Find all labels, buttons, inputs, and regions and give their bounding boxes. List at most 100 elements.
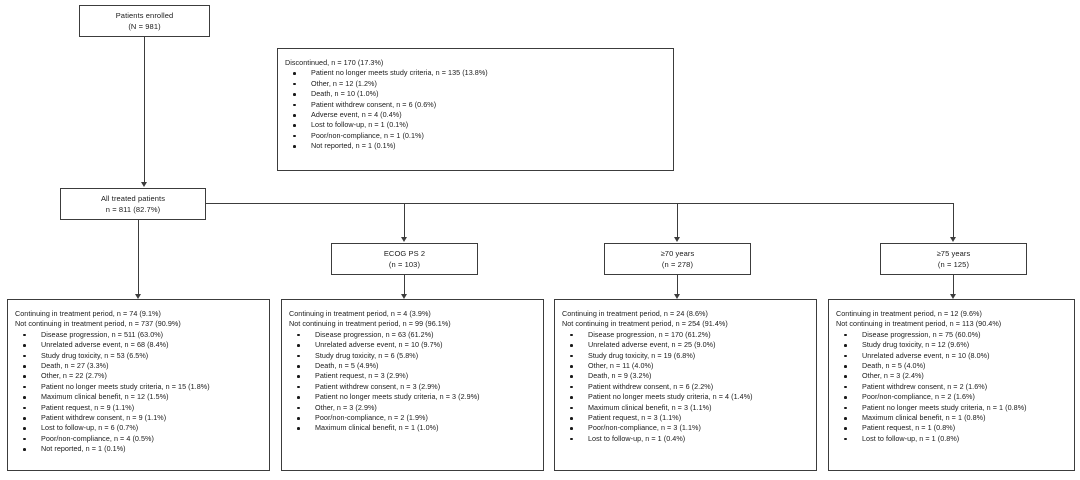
connector-all-treated-to-outcomes xyxy=(138,220,139,296)
node-patients-enrolled: Patients enrolled (N = 981) xyxy=(79,5,210,37)
list-item: Not reported, n = 1 (0.1%) xyxy=(285,141,667,151)
patients-enrolled-count: (N = 981) xyxy=(128,22,161,31)
list-item: Patient request, n = 3 (1.1%) xyxy=(562,413,810,423)
list-item: Other, n = 22 (2.7%) xyxy=(15,371,263,381)
arrowhead-age75-outcomes xyxy=(950,294,956,299)
list-item: Other, n = 11 (4.0%) xyxy=(562,361,810,371)
list-item: Lost to follow-up, n = 1 (0.1%) xyxy=(285,120,667,130)
patients-enrolled-title: Patients enrolled xyxy=(115,11,174,20)
list-item: Patient request, n = 9 (1.1%) xyxy=(15,403,263,413)
list-item: Unrelated adverse event, n = 68 (8.4%) xyxy=(15,340,263,350)
list-item: Other, n = 3 (2.4%) xyxy=(836,371,1068,381)
age75-title: ≥75 years xyxy=(936,249,971,258)
outcome-not-continuing: Not continuing in treatment period, n = … xyxy=(289,319,451,329)
outcome-not-continuing: Not continuing in treatment period, n = … xyxy=(836,319,1002,329)
arrowhead-all-treated-outcomes xyxy=(135,294,141,299)
outcomes-age-70-plus: Continuing in treatment period, n = 24 (… xyxy=(554,299,817,471)
list-item: Lost to follow-up, n = 1 (0.4%) xyxy=(562,434,810,444)
list-item: Lost to follow-up, n = 6 (0.7%) xyxy=(15,423,263,433)
outcome-continuing: Continuing in treatment period, n = 24 (… xyxy=(562,309,708,318)
list-item: Death, n = 5 (4.9%) xyxy=(289,361,537,371)
list-item: Lost to follow-up, n = 1 (0.8%) xyxy=(836,434,1068,444)
all-treated-count: n = 811 (82.7%) xyxy=(105,205,161,214)
list-item: Poor/non-compliance, n = 2 (1.9%) xyxy=(289,413,537,423)
list-item: Patient withdrew consent, n = 3 (2.9%) xyxy=(289,382,537,392)
ecog-count: (n = 103) xyxy=(388,260,421,269)
age70-title: ≥70 years xyxy=(660,249,695,258)
connector-ecog-to-outcomes xyxy=(404,275,405,296)
outcome-reason-list: Disease progression, n = 511 (63.0%) Unr… xyxy=(15,330,263,455)
connector-enrolled-to-all-treated xyxy=(144,37,145,184)
outcome-reason-list: Disease progression, n = 170 (61.2%) Unr… xyxy=(562,330,810,444)
age75-count: (n = 125) xyxy=(937,260,970,269)
outcomes-ecog-ps-2: Continuing in treatment period, n = 4 (3… xyxy=(281,299,544,471)
ecog-title: ECOG PS 2 xyxy=(383,249,426,258)
node-discontinued: Discontinued, n = 170 (17.3%) Patient no… xyxy=(277,48,674,171)
arrowhead-all-treated xyxy=(141,182,147,187)
list-item: Patient withdrew consent, n = 9 (1.1%) xyxy=(15,413,263,423)
list-item: Maximum clinical benefit, n = 1 (0.8%) xyxy=(836,413,1068,423)
outcome-not-continuing: Not continuing in treatment period, n = … xyxy=(562,319,728,329)
list-item: Study drug toxicity, n = 6 (5.8%) xyxy=(289,351,537,361)
list-item: Patient no longer meets study criteria, … xyxy=(289,392,537,402)
outcome-continuing: Continuing in treatment period, n = 4 (3… xyxy=(289,309,431,318)
outcome-not-continuing: Not continuing in treatment period, n = … xyxy=(15,319,181,329)
age70-count: (n = 278) xyxy=(661,260,694,269)
connector-subgroup-bus xyxy=(206,203,953,204)
connector-bus-to-age75 xyxy=(953,203,954,239)
list-item: Death, n = 5 (4.0%) xyxy=(836,361,1068,371)
list-item: Patient request, n = 3 (2.9%) xyxy=(289,371,537,381)
list-item: Death, n = 10 (1.0%) xyxy=(285,89,667,99)
arrowhead-age75 xyxy=(950,237,956,242)
list-item: Study drug toxicity, n = 12 (9.6%) xyxy=(836,340,1068,350)
list-item: Patient withdrew consent, n = 2 (1.6%) xyxy=(836,382,1068,392)
list-item: Disease progression, n = 511 (63.0%) xyxy=(15,330,263,340)
list-item: Unrelated adverse event, n = 25 (9.0%) xyxy=(562,340,810,350)
list-item: Disease progression, n = 75 (60.0%) xyxy=(836,330,1068,340)
arrowhead-age70-outcomes xyxy=(674,294,680,299)
list-item: Not reported, n = 1 (0.1%) xyxy=(15,444,263,454)
list-item: Maximum clinical benefit, n = 1 (1.0%) xyxy=(289,423,537,433)
node-age-75-plus: ≥75 years (n = 125) xyxy=(880,243,1027,275)
node-ecog-ps-2: ECOG PS 2 (n = 103) xyxy=(331,243,478,275)
list-item: Patient withdrew consent, n = 6 (2.2%) xyxy=(562,382,810,392)
list-item: Death, n = 27 (3.3%) xyxy=(15,361,263,371)
list-item: Patient no longer meets study criteria, … xyxy=(562,392,810,402)
list-item: Poor/non-compliance, n = 2 (1.6%) xyxy=(836,392,1068,402)
list-item: Patient request, n = 1 (0.8%) xyxy=(836,423,1068,433)
outcome-reason-list: Disease progression, n = 63 (61.2%) Unre… xyxy=(289,330,537,434)
list-item: Patient no longer meets study criteria, … xyxy=(836,403,1068,413)
outcome-continuing: Continuing in treatment period, n = 74 (… xyxy=(15,309,161,318)
node-all-treated-patients: All treated patients n = 811 (82.7%) xyxy=(60,188,206,220)
list-item: Patient no longer meets study criteria, … xyxy=(15,382,263,392)
outcome-continuing: Continuing in treatment period, n = 12 (… xyxy=(836,309,982,318)
connector-age75-to-outcomes xyxy=(953,275,954,296)
arrowhead-ecog xyxy=(401,237,407,242)
list-item: Other, n = 12 (1.2%) xyxy=(285,79,667,89)
list-item: Poor/non-compliance, n = 3 (1.1%) xyxy=(562,423,810,433)
list-item: Death, n = 9 (3.2%) xyxy=(562,371,810,381)
list-item: Unrelated adverse event, n = 10 (8.0%) xyxy=(836,351,1068,361)
list-item: Maximum clinical benefit, n = 12 (1.5%) xyxy=(15,392,263,402)
node-age-70-plus: ≥70 years (n = 278) xyxy=(604,243,751,275)
list-item: Adverse event, n = 4 (0.4%) xyxy=(285,110,667,120)
list-item: Patient no longer meets study criteria, … xyxy=(285,68,667,78)
arrowhead-ecog-outcomes xyxy=(401,294,407,299)
list-item: Unrelated adverse event, n = 10 (9.7%) xyxy=(289,340,537,350)
discontinued-header: Discontinued, n = 170 (17.3%) xyxy=(285,58,384,67)
connector-bus-to-age70 xyxy=(677,203,678,239)
list-item: Patient withdrew consent, n = 6 (0.6%) xyxy=(285,100,667,110)
list-item: Study drug toxicity, n = 19 (6.8%) xyxy=(562,351,810,361)
list-item: Disease progression, n = 63 (61.2%) xyxy=(289,330,537,340)
all-treated-title: All treated patients xyxy=(100,194,166,203)
outcome-reason-list: Disease progression, n = 75 (60.0%) Stud… xyxy=(836,330,1068,444)
connector-age70-to-outcomes xyxy=(677,275,678,296)
list-item: Maximum clinical benefit, n = 3 (1.1%) xyxy=(562,403,810,413)
list-item: Poor/non-compliance, n = 1 (0.1%) xyxy=(285,131,667,141)
list-item: Disease progression, n = 170 (61.2%) xyxy=(562,330,810,340)
arrowhead-age70 xyxy=(674,237,680,242)
discontinued-reason-list: Patient no longer meets study criteria, … xyxy=(285,68,667,151)
list-item: Other, n = 3 (2.9%) xyxy=(289,403,537,413)
list-item: Study drug toxicity, n = 53 (6.5%) xyxy=(15,351,263,361)
